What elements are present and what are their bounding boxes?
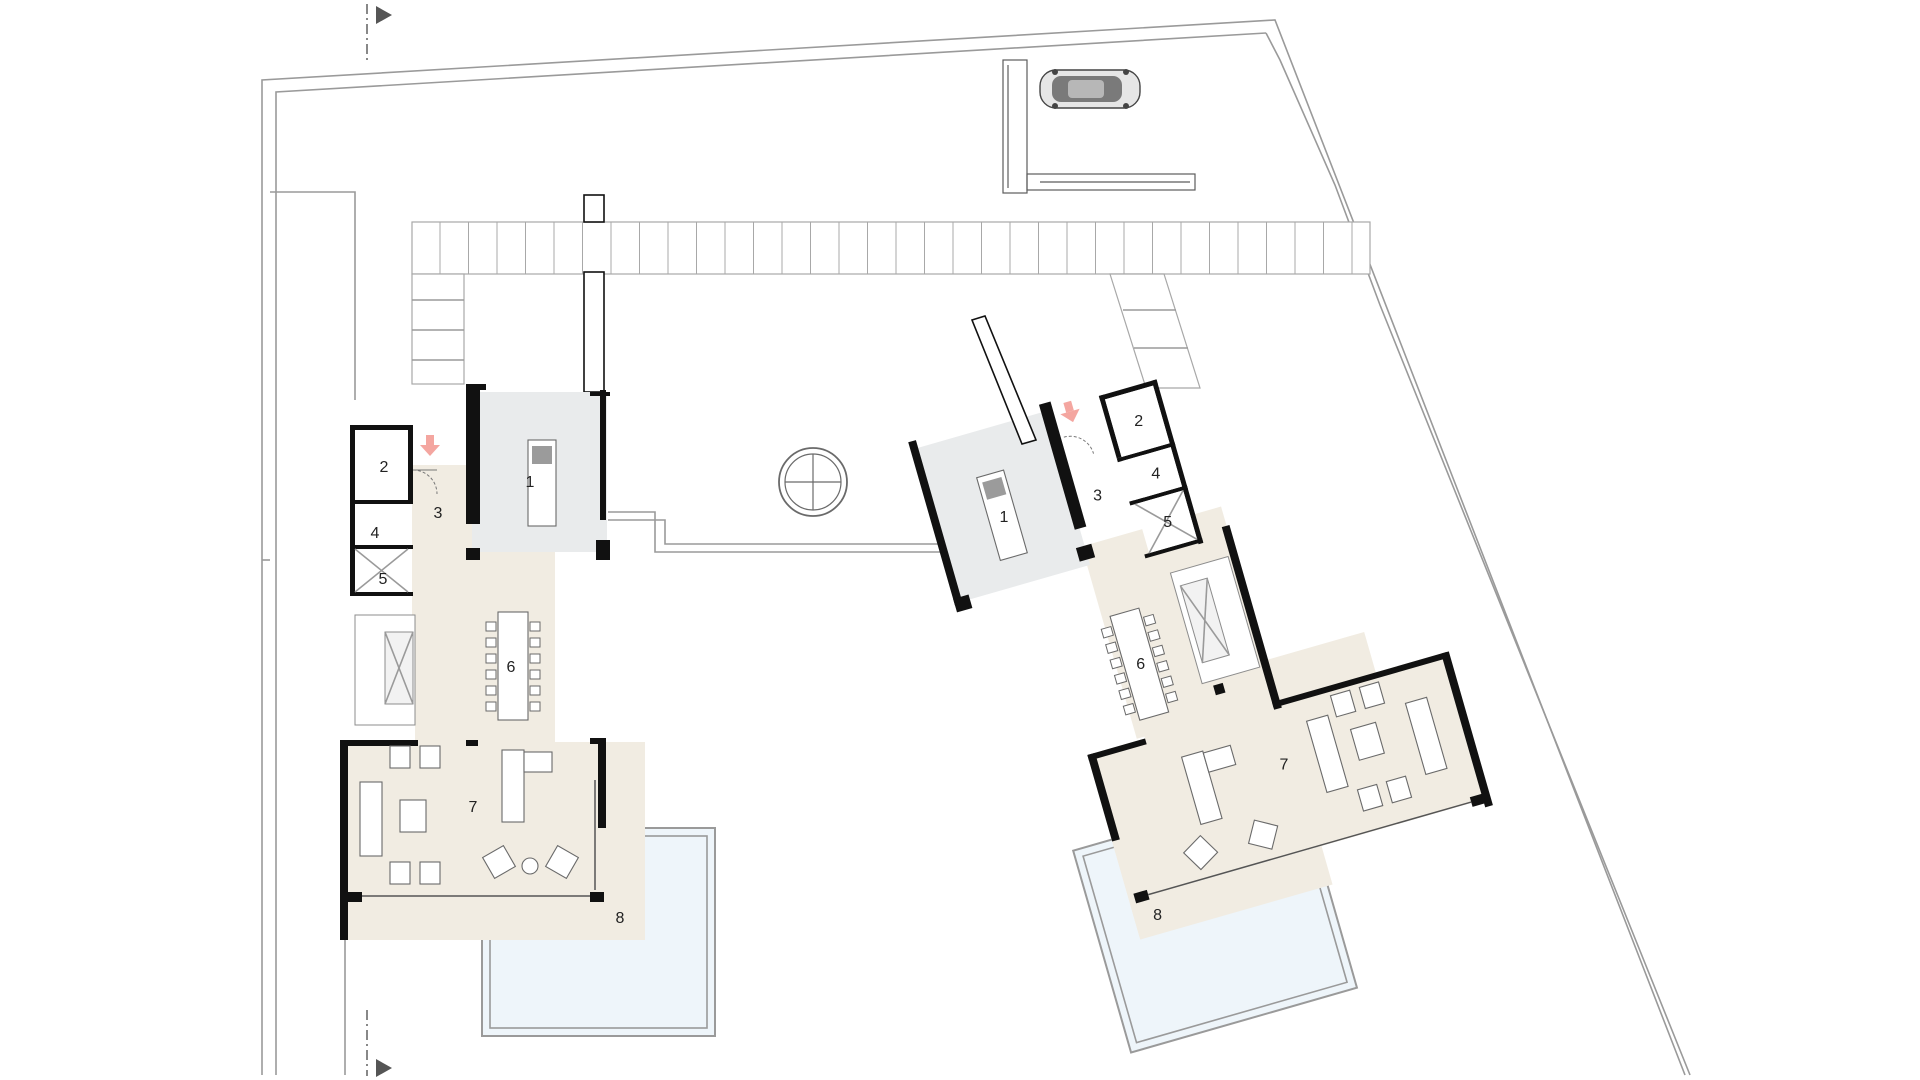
right-stair: [1169, 555, 1261, 685]
left-stair: [354, 614, 416, 726]
left-room-label-wc: 4: [371, 525, 380, 542]
right-unit: 1 2 3 4 5 6 7 8: [908, 379, 1493, 1054]
left-terrace-floor: [345, 786, 645, 940]
right-room-label-terrace: 8: [1153, 907, 1162, 924]
right-room-label-living: 7: [1279, 756, 1288, 773]
right-room-label-dining: 6: [1136, 656, 1145, 673]
left-room-label-shower: 5: [379, 571, 388, 588]
pergola-beam: [970, 315, 1038, 445]
left-room-label-living: 7: [469, 799, 478, 816]
entrance-arrow-icon: [1060, 400, 1080, 423]
left-room-label-terrace: 8: [616, 910, 625, 927]
section-marker-top: [366, 4, 392, 60]
garden-wall: [583, 271, 605, 393]
right-room-label-shower: 5: [1163, 514, 1172, 531]
entrance-arrow-icon: [420, 435, 440, 456]
left-room-label-entry-hall: 3: [434, 505, 443, 522]
section-marker-arrow-icon: [376, 6, 392, 24]
left-room-label-storage: 2: [380, 459, 389, 476]
right-room-label-entry-hall: 3: [1093, 487, 1102, 504]
right-room-label-kitchen: 1: [999, 509, 1008, 526]
left-room-label-kitchen: 1: [526, 474, 535, 491]
gate-pillar: [583, 194, 605, 223]
round-window-icon: [778, 447, 848, 517]
paving-path: [411, 221, 1371, 389]
courtyard: [608, 447, 1041, 553]
right-room-label-wc: 4: [1151, 465, 1160, 482]
car-icon: [1039, 69, 1141, 109]
section-marker-bottom: [366, 1010, 392, 1077]
site-boundary: [261, 19, 1691, 1076]
parking: [1002, 59, 1196, 194]
left-unit: 1 2 3 4 5 6 7 8: [340, 384, 716, 1037]
section-marker-arrow-icon: [376, 1059, 392, 1077]
left-room-label-dining: 6: [507, 659, 516, 676]
right-room-label-storage: 2: [1134, 413, 1143, 430]
right-terrace-floor: [1103, 792, 1202, 936]
